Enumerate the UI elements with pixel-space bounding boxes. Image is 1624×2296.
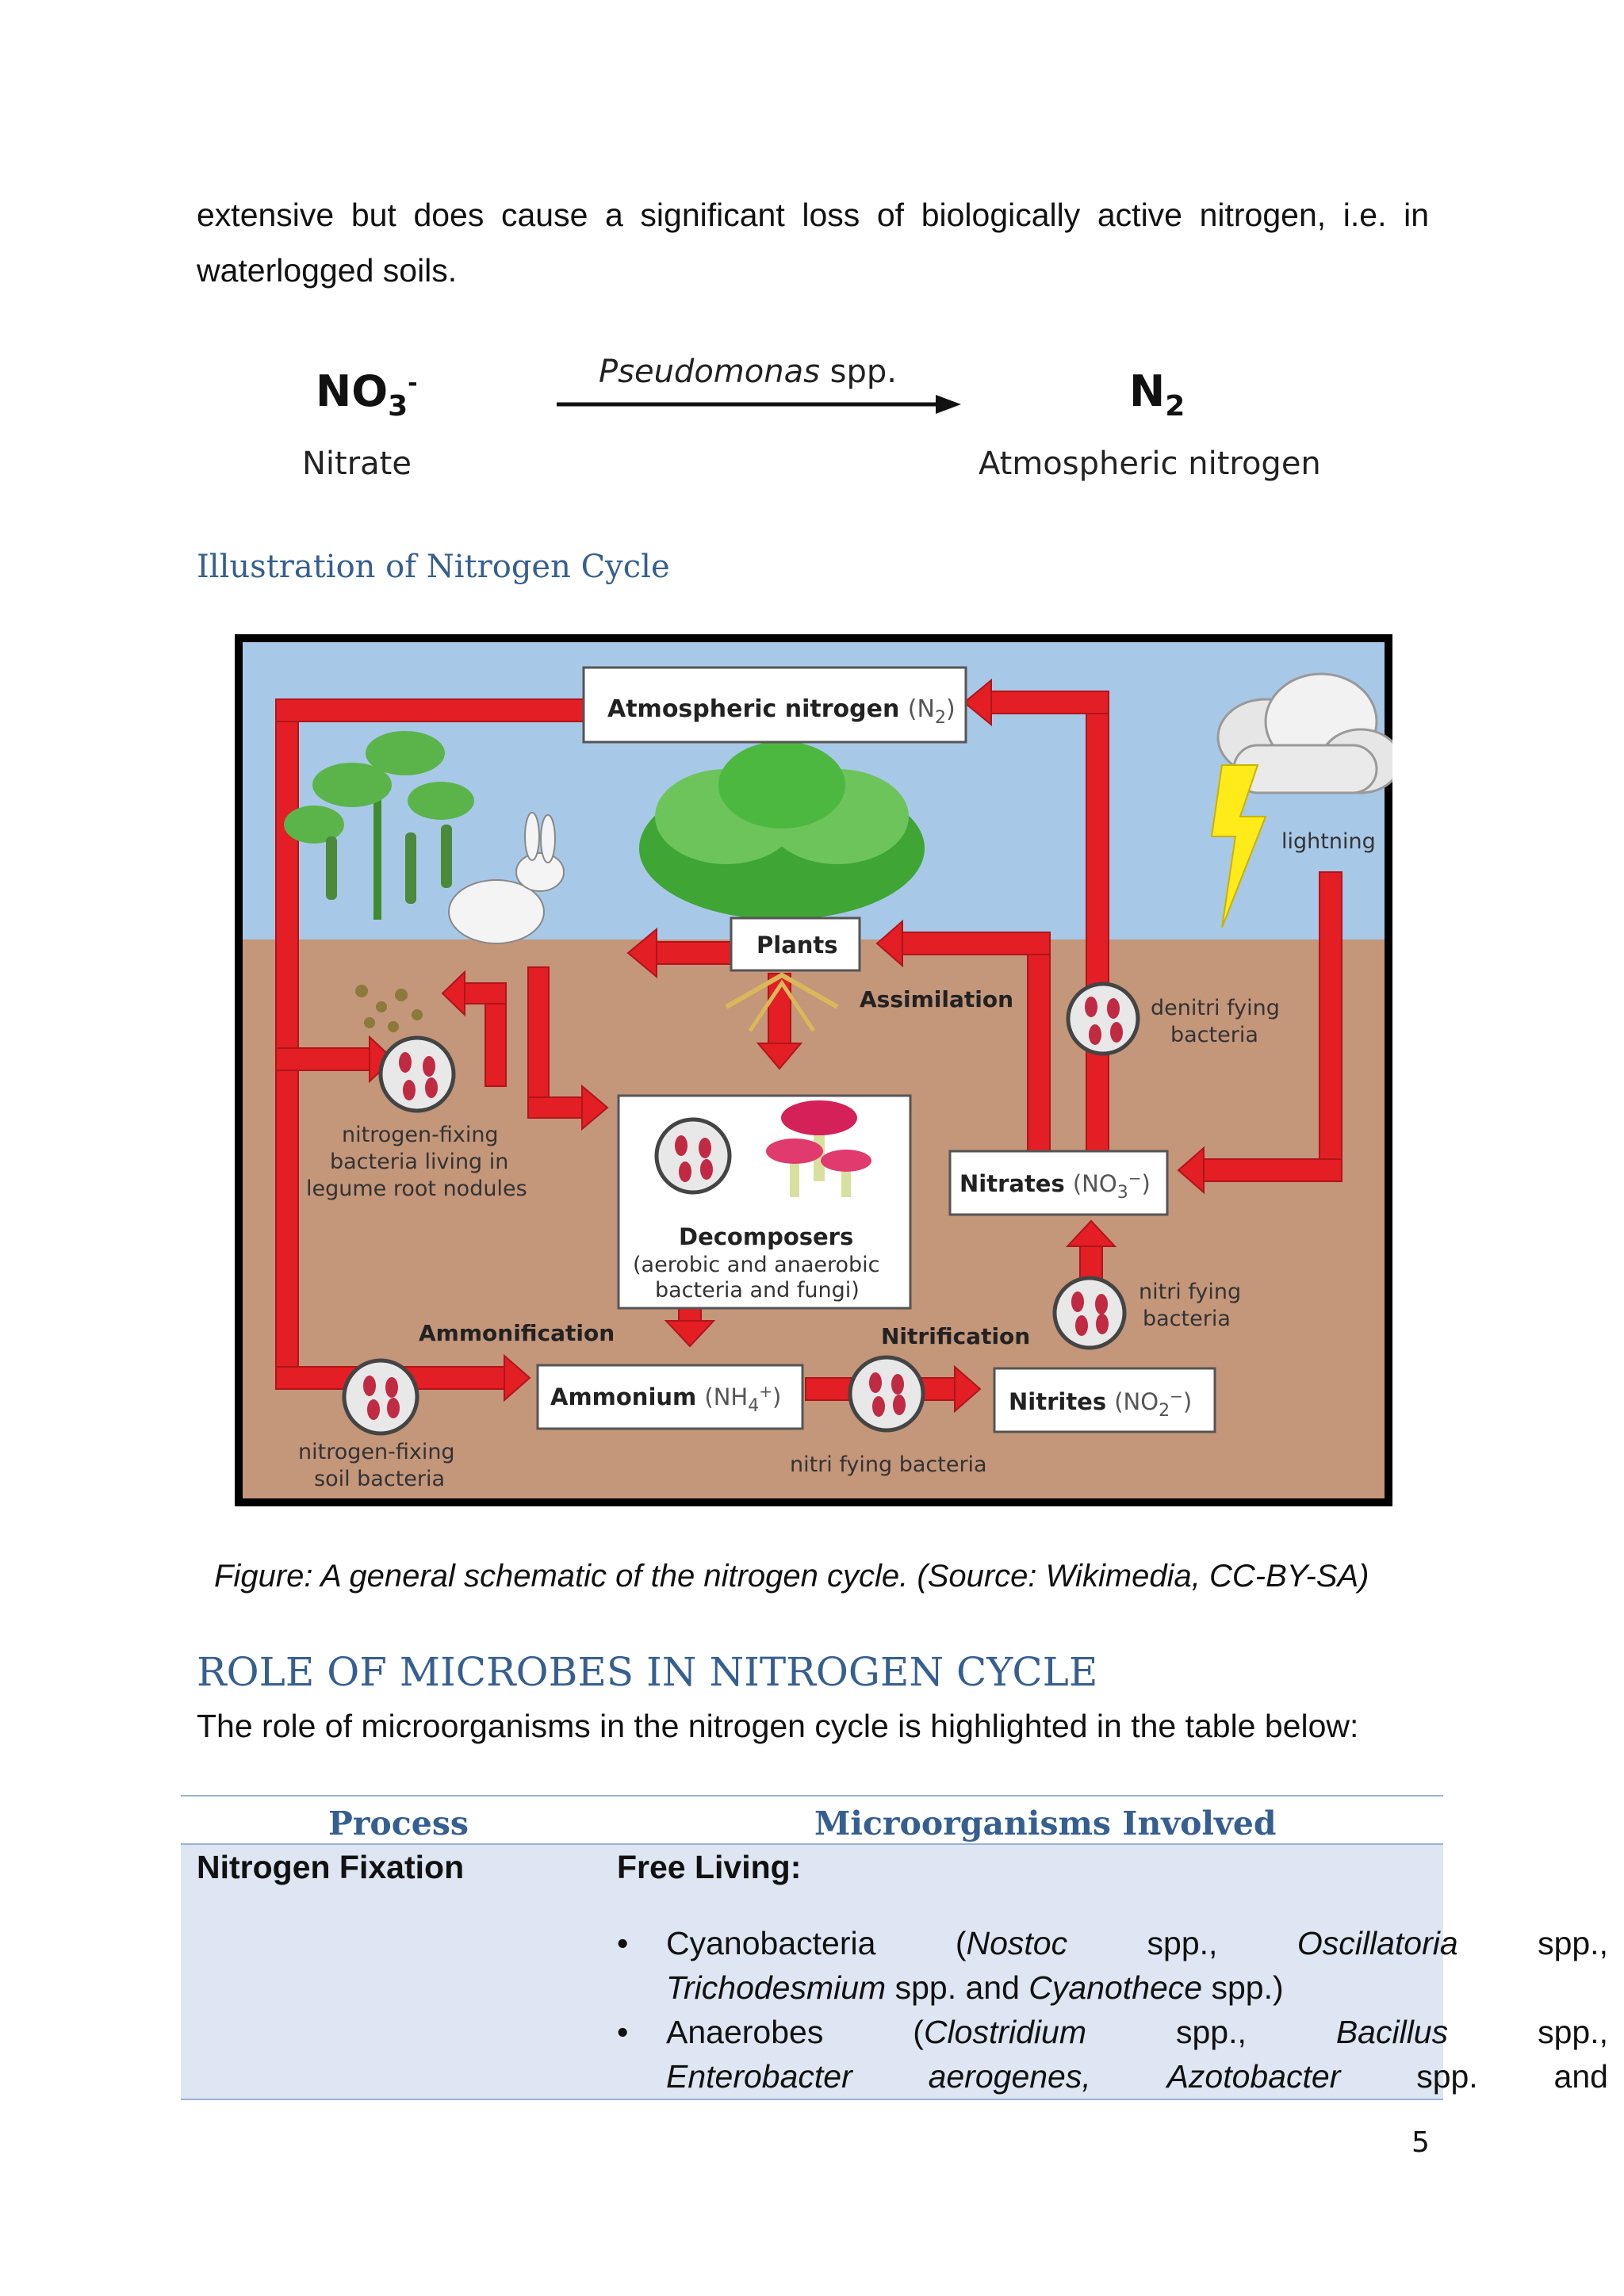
bullet-icon: • [617, 1921, 628, 1965]
list-item-anaerobes: Anaerobes (Clostridium spp., Bacillus sp… [666, 2010, 1608, 2099]
svg-text:nitrogen-fixing: nitrogen-fixing [298, 1440, 455, 1464]
svg-text:Decomposers: Decomposers [679, 1223, 853, 1250]
svg-text:nitri fying bacteria: nitri fying bacteria [790, 1452, 987, 1477]
section-heading: ROLE OF MICROBES IN NITROGEN CYCLE [197, 1649, 1097, 1695]
table-top-rule [181, 1795, 1443, 1797]
reaction-reactant: NO3- [316, 366, 418, 423]
table-row: Nitrogen Fixation Free Living: • Cyanoba… [181, 1845, 1443, 2100]
intro-line-1: extensive but does cause a significant l… [197, 187, 1429, 243]
table-header-process: Process [328, 1804, 469, 1843]
table-header-microorganisms: Microorganisms Involved [814, 1804, 1277, 1843]
svg-text:denitri fying: denitri fying [1151, 996, 1280, 1020]
svg-text:Assimilation: Assimilation [860, 986, 1013, 1012]
reactant-name: Nitrate [302, 446, 412, 482]
section-intro: The role of microorganisms in the nitrog… [197, 1698, 1358, 1754]
svg-text:(aerobic and anaerobic: (aerobic and anaerobic [633, 1253, 880, 1277]
figure-caption: Figure: A general schematic of the nitro… [214, 1559, 1369, 1594]
svg-text:nitri fying: nitri fying [1139, 1280, 1241, 1304]
subheading-free-living: Free Living: [617, 1845, 801, 1889]
svg-text:legume root nodules: legume root nodules [306, 1177, 527, 1201]
svg-text:bacteria living in: bacteria living in [330, 1150, 508, 1174]
process-cell: Nitrogen Fixation [197, 1845, 464, 1889]
svg-text:Nitrification: Nitrification [881, 1323, 1030, 1349]
illustration-heading: Illustration of Nitrogen Cycle [197, 549, 670, 585]
page-number: 5 [1411, 2126, 1430, 2159]
svg-text:Plants: Plants [756, 932, 838, 959]
svg-text:bacteria: bacteria [1170, 1023, 1258, 1047]
nitrogen-cycle-diagram: Atmospheric nitrogen (N2) Plants Assimil… [235, 634, 1392, 1506]
product-name: Atmospheric nitrogen [979, 446, 1321, 482]
reaction-arrow [555, 392, 967, 416]
svg-text:bacteria and fungi): bacteria and fungi) [655, 1278, 860, 1303]
svg-text:soil bacteria: soil bacteria [314, 1467, 445, 1491]
intro-line-2: waterlogged soils. [197, 243, 457, 298]
svg-text:nitrogen-fixing: nitrogen-fixing [342, 1123, 499, 1147]
reaction-product: N2 [1129, 366, 1185, 423]
svg-text:lightning: lightning [1281, 829, 1376, 854]
svg-text:Atmospheric nitrogen (N2): Atmospheric nitrogen (N2) [607, 695, 956, 728]
svg-text:bacteria: bacteria [1143, 1307, 1231, 1331]
svg-text:Ammonification: Ammonification [419, 1320, 615, 1346]
bullet-icon: • [617, 2010, 628, 2054]
list-item-cyanobacteria: Cyanobacteria (Nostoc spp., Oscillatoria… [666, 1921, 1608, 2010]
reaction-organism: Pseudomonas spp. [599, 354, 897, 390]
